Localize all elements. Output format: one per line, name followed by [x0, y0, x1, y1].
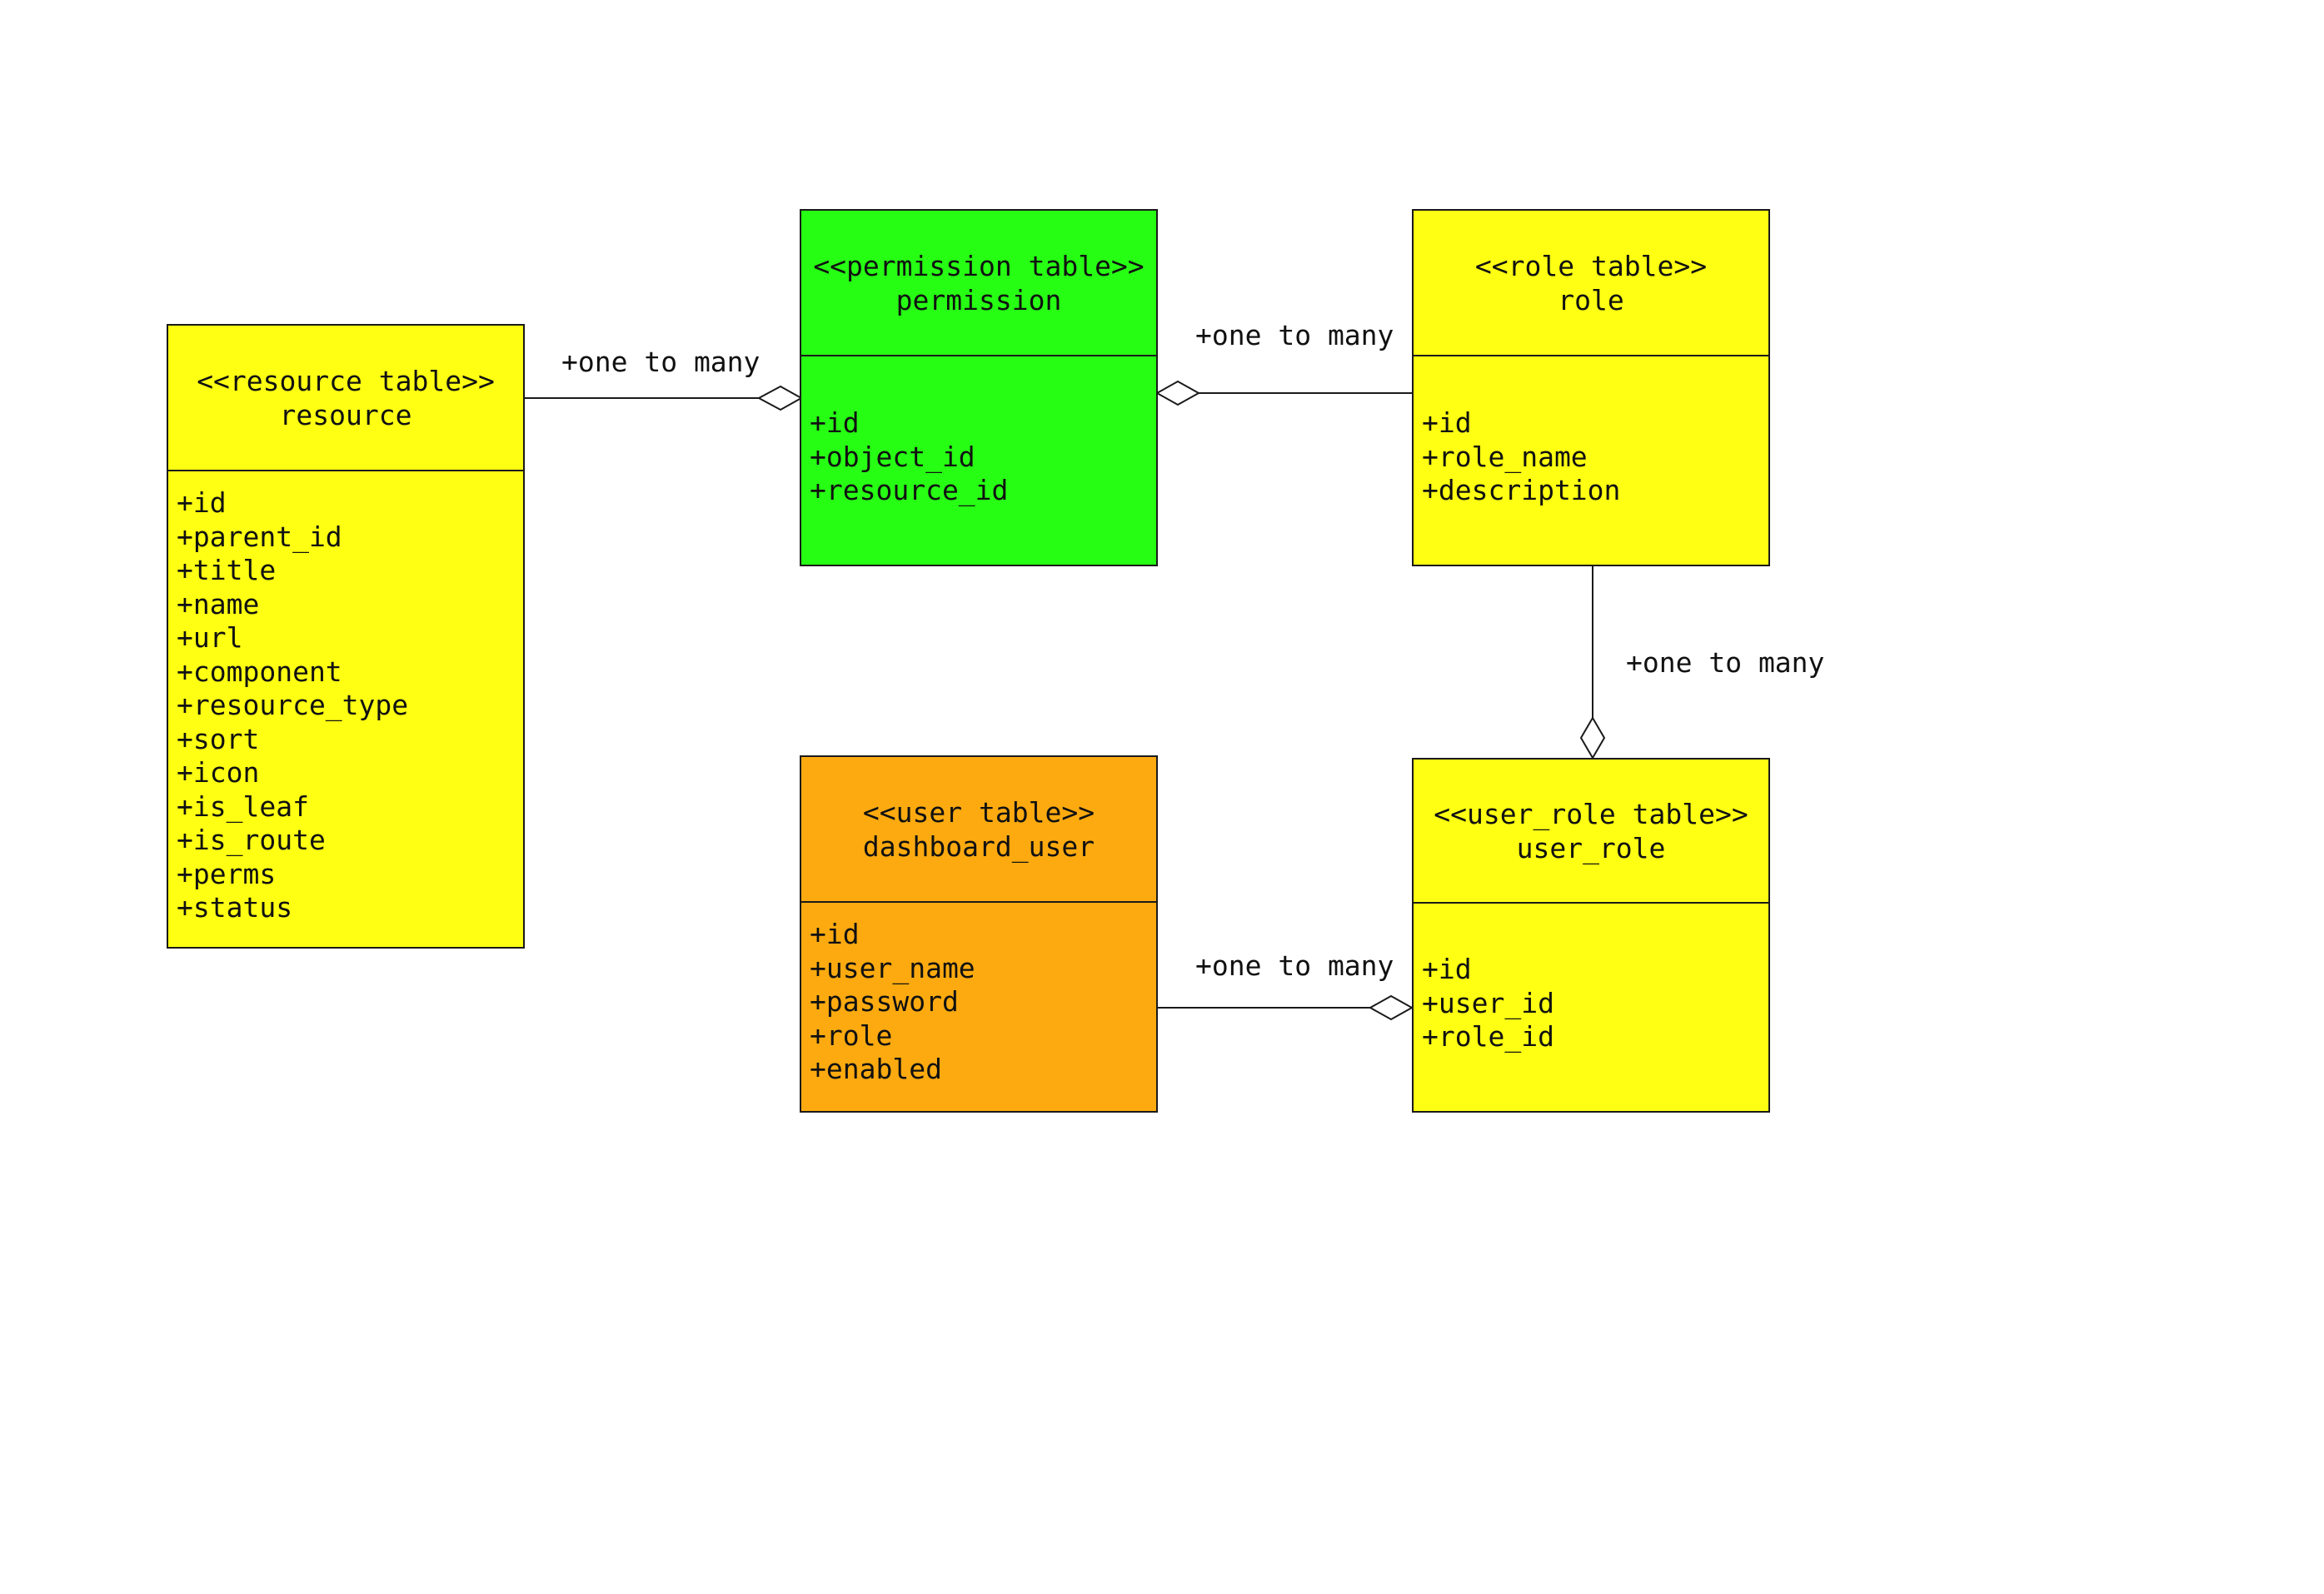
class-permission[interactable]: <<permission table>> permission +id +obj… — [800, 209, 1158, 566]
class-attributes: +id +object_id +resource_id — [801, 356, 1156, 508]
attribute: +resource_id — [810, 474, 1009, 506]
attribute: +user_id — [1422, 986, 1554, 1019]
attribute: +status — [177, 891, 293, 924]
class-header: <<user table>> dashboard_user — [801, 757, 1156, 903]
class-user-role[interactable]: <<user_role table>> user_role +id +user_… — [1412, 758, 1770, 1113]
attribute: +description — [1422, 474, 1621, 506]
aggregation-diamond-icon — [1579, 716, 1606, 760]
class-stereotype: <<role table>> — [1474, 249, 1708, 282]
relation-label: +one to many — [1626, 646, 1825, 679]
attribute: +object_id — [810, 440, 975, 473]
attribute: +role_name — [1422, 440, 1588, 473]
attribute: +role_id — [1422, 1020, 1554, 1053]
class-header: <<permission table>> permission — [801, 211, 1156, 356]
class-stereotype: <<permission table>> — [813, 249, 1145, 282]
attribute: +id — [810, 918, 860, 950]
relation-label: +one to many — [561, 346, 761, 378]
attribute: +enabled — [810, 1053, 942, 1085]
class-stereotype: <<resource table>> — [197, 364, 495, 397]
class-attributes: +id +role_name +description — [1414, 356, 1768, 508]
relation-resource-permission — [525, 385, 804, 411]
attribute: +sort — [177, 722, 260, 755]
class-attributes: +id +user_name +password +role +enabled — [801, 903, 1156, 1087]
attribute: +title — [177, 554, 277, 586]
class-role[interactable]: <<role table>> role +id +role_name +desc… — [1412, 209, 1770, 566]
class-name: dashboard_user — [862, 829, 1095, 863]
class-stereotype: <<user table>> — [862, 795, 1095, 829]
aggregation-diamond-icon — [1155, 380, 1201, 406]
class-name: role — [1558, 283, 1624, 316]
class-attributes: +id +user_id +role_id — [1414, 904, 1768, 1054]
class-header: <<resource table>> resource — [168, 326, 523, 471]
attribute: +is_leaf — [177, 790, 309, 823]
class-stereotype: <<user_role table>> — [1434, 797, 1748, 830]
class-dashboard-user[interactable]: <<user table>> dashboard_user +id +user_… — [800, 755, 1158, 1113]
attribute: +icon — [177, 756, 260, 789]
class-name: resource — [279, 398, 412, 431]
attribute: +id — [810, 406, 860, 439]
class-name: permission — [895, 283, 1062, 316]
attribute: +resource_type — [177, 689, 409, 721]
relation-label: +one to many — [1195, 949, 1394, 982]
attribute: +id — [177, 486, 227, 519]
attribute: +id — [1422, 953, 1472, 985]
relation-user-user-role — [1158, 994, 1414, 1021]
class-attributes: +id +parent_id +title +name +url +compon… — [168, 471, 523, 925]
attribute: +is_route — [177, 824, 326, 856]
attribute: +name — [177, 587, 260, 620]
attribute: +parent_id — [177, 520, 342, 553]
class-name: user_role — [1516, 831, 1666, 864]
attribute: +url — [177, 621, 243, 654]
class-resource[interactable]: <<resource table>> resource +id +parent_… — [167, 324, 525, 949]
class-header: <<user_role table>> user_role — [1414, 760, 1768, 904]
aggregation-diamond-icon — [1368, 994, 1414, 1021]
relation-role-permission — [1155, 380, 1412, 406]
class-header: <<role table>> role — [1414, 211, 1768, 356]
attribute: +password — [810, 985, 959, 1018]
attribute: +perms — [177, 857, 277, 890]
relation-role-user-role — [1579, 566, 1606, 760]
aggregation-diamond-icon — [756, 385, 804, 411]
relation-label: +one to many — [1195, 319, 1394, 351]
attribute: +role — [810, 1019, 893, 1052]
attribute: +user_name — [810, 951, 975, 984]
attribute: +id — [1422, 406, 1472, 439]
attribute: +component — [177, 655, 342, 688]
